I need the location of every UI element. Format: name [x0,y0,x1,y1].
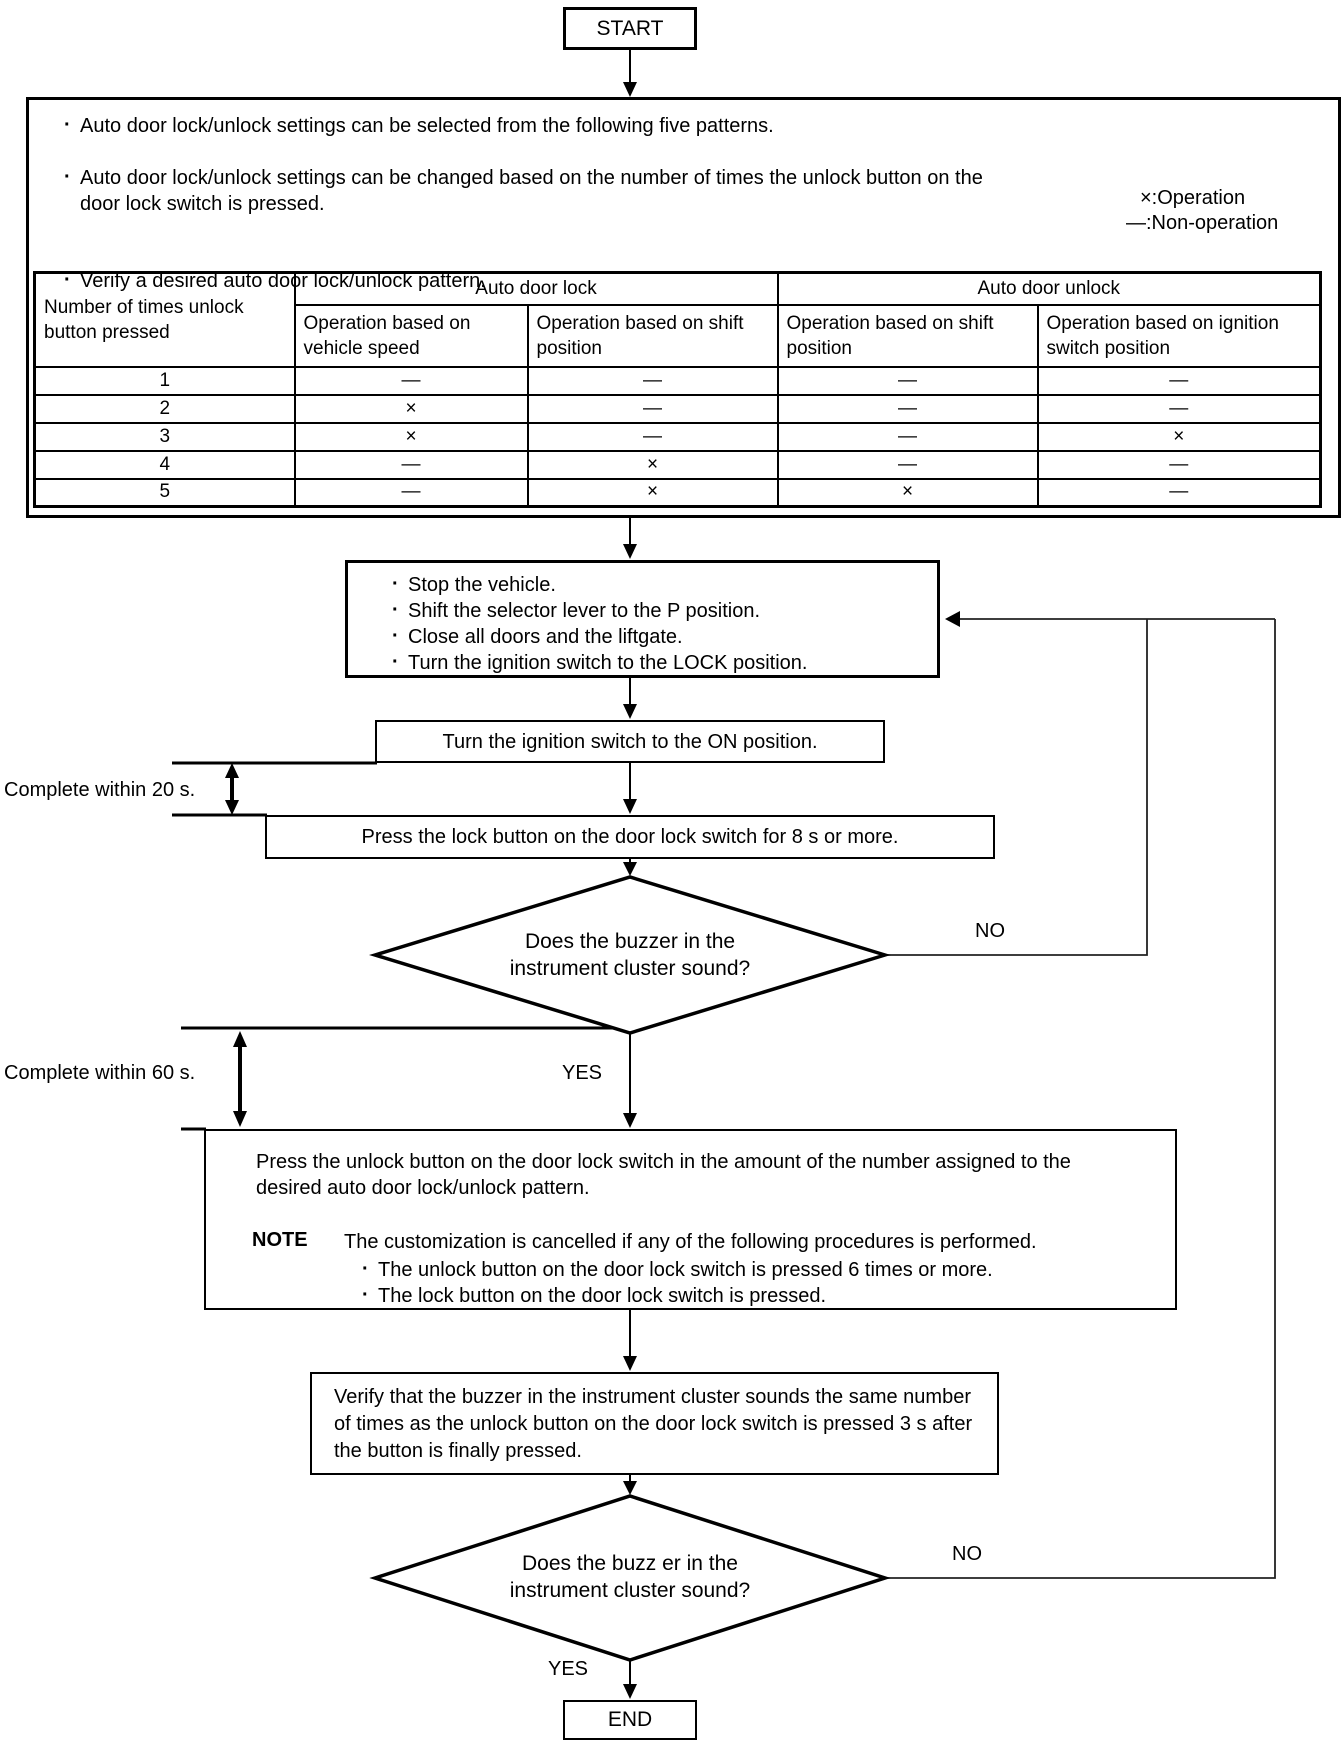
note-label: NOTE [252,1229,308,1251]
decision2-yes-label: YES [548,1658,589,1680]
decision2-line1: Does the buzz er in the [522,1552,738,1575]
table-subheader-1: Operation based on vehicle speed [293,303,529,368]
no2-return-line [885,619,1276,1579]
verify-text: Verify that the buzzer in the instrument… [334,1386,973,1462]
lock-button-box: Press the lock button on the door lock s… [265,815,995,859]
ignition-on-box: Turn the ignition switch to the ON posit… [375,720,885,763]
start-label: START [596,16,664,40]
table-row: 4 — × — — [33,449,1322,480]
end-label: END [607,1708,653,1731]
legend-operation: ×:Operation [1140,187,1246,209]
timer60-label: Complete within 60 s. [4,1062,196,1084]
table-subheader-4: Operation based on ignition switch posit… [1036,303,1322,368]
lock-button-text: Press the lock button on the door lock s… [361,826,899,848]
info-bullet-1: Auto door lock/unlock settings can be se… [60,112,1343,139]
end-node: END [563,1700,697,1740]
table-row: 3 × — — × [33,421,1322,452]
decision1-no-label: NO [975,920,1005,942]
no1-return-line [885,619,1148,956]
prep-item-3: Close all doors and the liftgate. [388,623,937,650]
table-row: 5 — × × — [33,477,1322,508]
table-corner-header: Number of times unlock button pressed [33,271,296,368]
table-subheader-2: Operation based on shift position [526,303,779,368]
note-item-2: The lock button on the door lock switch … [358,1282,1168,1309]
info-bullet-2: Auto door lock/unlock settings can be ch… [60,164,1025,217]
unlock-box: Press the unlock button on the door lock… [204,1129,1177,1310]
note-item-1: The unlock button on the door lock switc… [358,1256,1168,1283]
decision1-line1: Does the buzzer in the [524,930,736,953]
prep-item-1: Stop the vehicle. [388,571,937,598]
table-subheader-3: Operation based on shift position [776,303,1039,368]
pattern-table: Number of times unlock button pressed Au… [33,271,1322,508]
unlock-intro: Press the unlock button on the door lock… [256,1151,1071,1199]
timer20-label: Complete within 20 s. [4,779,196,801]
prep-item-4: Turn the ignition switch to the LOCK pos… [388,649,937,676]
verify-box: Verify that the buzzer in the instrument… [310,1372,999,1475]
decision2-line2: instrument cluster sound? [509,1579,751,1602]
decision1-line2: instrument cluster sound? [509,957,751,980]
decision1-yes-label: YES [562,1062,603,1084]
table-group-lock: Auto door lock [293,271,779,306]
decision1-text: Does the buzzer in the instrument cluste… [430,928,830,982]
decision2-no-label: NO [952,1543,982,1565]
prep-box: Stop the vehicle. Shift the selector lev… [345,560,940,678]
start-node: START [563,7,697,50]
table-group-unlock: Auto door unlock [776,271,1322,306]
table-row: 1 — — — — [33,365,1322,396]
decision1-diamond [369,875,891,1035]
note-text: The customization is cancelled if any of… [344,1231,1037,1253]
legend-non-operation: —:Non-operation [1126,212,1279,234]
table-row: 2 × — — — [33,393,1322,424]
arrowheads [225,82,960,1699]
decision2-diamond [369,1494,891,1662]
ignition-on-text: Turn the ignition switch to the ON posit… [442,730,818,753]
prep-item-2: Shift the selector lever to the P positi… [388,597,937,624]
decision2-text: Does the buzz er in the instrument clust… [430,1550,830,1604]
